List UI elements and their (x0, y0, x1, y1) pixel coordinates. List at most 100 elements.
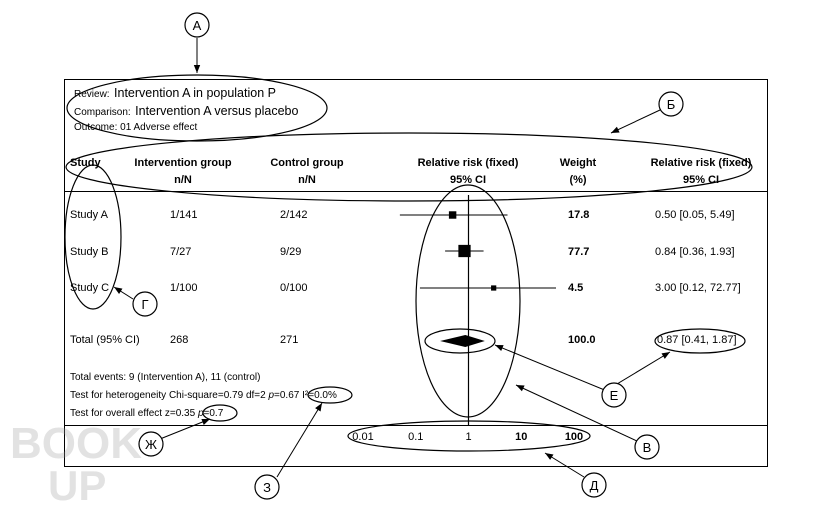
outcome-line: Outcome: 01 Adverse effect (74, 122, 198, 133)
heterogeneity-text: Test for heterogeneity Chi-square=0.79 d… (70, 390, 269, 401)
callout-z-label-letter: З (263, 480, 271, 495)
pooled-diamond (440, 335, 485, 347)
callout-study-names-ellipse (64, 164, 122, 310)
col-study-header: Study (70, 157, 101, 169)
review-line: Review: Intervention A in population P (74, 84, 276, 102)
total-intervention: 268 (170, 334, 189, 346)
watermark-bottom-text: UP (48, 462, 106, 502)
callout-v-arrow-head (516, 385, 525, 392)
x-tick-label: 0.1 (408, 431, 423, 443)
callout-v-label (634, 434, 660, 460)
callout-e-arrow-right (616, 351, 671, 385)
callout-i2-ellipse (307, 386, 353, 404)
row-b-weight: 77.7 (568, 246, 590, 258)
i2-statistic: I²=0.0% (302, 390, 337, 401)
col-weight-header: Weight (559, 157, 597, 169)
heterogeneity-p-value: =0.67 (274, 390, 303, 401)
x-tick-label: 0.01 (352, 431, 373, 443)
row-b-intervention: 7/27 (170, 246, 192, 258)
callout-d-label (581, 472, 607, 498)
heterogeneity-p-symbol: p (268, 390, 275, 401)
callout-z-label (254, 474, 280, 500)
row-a-study: Study A (70, 209, 108, 221)
callout-zh-label-letter: Ж (145, 437, 157, 452)
row-b-control: 9/29 (280, 246, 302, 258)
callout-a-label-letter: А (193, 18, 202, 33)
point-estimate-study-c (491, 285, 497, 291)
callout-z-arrow-head (315, 403, 322, 412)
row-a-intervention: 1/141 (170, 209, 198, 221)
x-tick-label: 1 (465, 431, 471, 443)
callout-d-arrow-head (545, 453, 554, 460)
callout-v-arrow (515, 384, 640, 443)
col-weight-subheader: (%) (569, 174, 587, 186)
review-value: Intervention A in population P (114, 86, 276, 100)
overall-p-value: =0.7 (203, 408, 224, 419)
col-rr2-header: Relative risk (fixed) (650, 157, 752, 169)
callout-zh-label (138, 431, 164, 457)
callout-d-label-letter: Д (590, 478, 599, 493)
bookup-watermark: BOOK UP (10, 419, 142, 502)
callout-plot-ellipse (415, 184, 521, 418)
axis-line (64, 425, 768, 427)
total-label: Total (95% CI) (70, 334, 140, 346)
row-b-study: Study B (70, 246, 109, 258)
overall-p-symbol: p (197, 408, 204, 419)
callout-g-arrow-head (114, 287, 123, 294)
total-control: 271 (280, 334, 299, 346)
callout-b-label (658, 91, 684, 117)
footnote-overall-effect: Test for overall effect z=0.35 p=0.7 (70, 408, 223, 419)
row-b-rr-text: 0.84 [0.36, 1.93] (655, 246, 735, 258)
row-c-rr-text: 3.00 [0.12, 72.77] (655, 282, 741, 294)
callout-e-arrow-left (494, 344, 608, 392)
col-rr-header: Relative risk (fixed) (417, 157, 519, 169)
row-c-weight: 4.5 (568, 282, 584, 294)
callout-b-arrow-head (611, 126, 620, 133)
row-a-weight: 17.8 (568, 209, 590, 221)
row-c-control: 0/100 (280, 282, 308, 294)
footnote-events: Total events: 9 (Intervention A), 11 (co… (70, 372, 261, 383)
callout-e-arrow-right-head (661, 352, 670, 359)
callout-a-label (184, 12, 210, 38)
callout-g-label-letter: Г (141, 297, 148, 312)
col-intervention-subheader: n/N (174, 174, 192, 186)
callout-total-rr-ellipse (654, 328, 746, 354)
col-control-subheader: n/N (298, 174, 316, 186)
overall-effect-text: Test for overall effect z=0.35 (70, 408, 198, 419)
callout-b-arrow (610, 109, 661, 134)
row-a-rr-text: 0.50 [0.05, 5.49] (655, 209, 735, 221)
callout-diamond-ellipse (424, 328, 496, 354)
watermark-top-text: BOOK (10, 419, 142, 468)
row-a-control: 2/142 (280, 209, 308, 221)
callout-e-label-letter: Е (610, 388, 619, 403)
row-c-study: Study C (70, 282, 110, 294)
x-tick-label: 100 (565, 431, 583, 443)
callout-axis-ellipse (347, 420, 591, 452)
review-label: Review: (74, 89, 110, 100)
comparison-value: Intervention A versus placebo (135, 104, 299, 118)
col-intervention-header: Intervention group (134, 157, 232, 169)
callout-columns-ellipse (65, 132, 753, 202)
callout-e-arrow-left-head (495, 345, 504, 351)
point-estimate-study-b (458, 244, 471, 258)
comparison-label: Comparison: (74, 107, 131, 118)
col-control-header: Control group (270, 157, 344, 169)
comparison-line: Comparison: Intervention A versus placeb… (74, 102, 298, 120)
x-tick-label: 10 (515, 431, 527, 443)
callout-a-arrow-head (193, 65, 201, 73)
callout-g-label (132, 291, 158, 317)
col-rr-subheader: 95% CI (449, 174, 487, 186)
total-weight: 100.0 (568, 334, 596, 346)
callout-header-ellipse (66, 74, 328, 142)
header-divider (64, 191, 768, 193)
callout-v-label-letter: В (643, 440, 652, 455)
callout-e-label (601, 382, 627, 408)
forest-plot-frame (64, 79, 768, 467)
point-estimate-study-a (448, 211, 457, 219)
footnote-heterogeneity: Test for heterogeneity Chi-square=0.79 d… (70, 390, 337, 401)
row-c-intervention: 1/100 (170, 282, 198, 294)
callout-z-arrow (276, 402, 323, 478)
callout-overall-p-ellipse (202, 404, 238, 422)
total-rr-text: 0.87 [0.41, 1.87] (657, 334, 737, 346)
